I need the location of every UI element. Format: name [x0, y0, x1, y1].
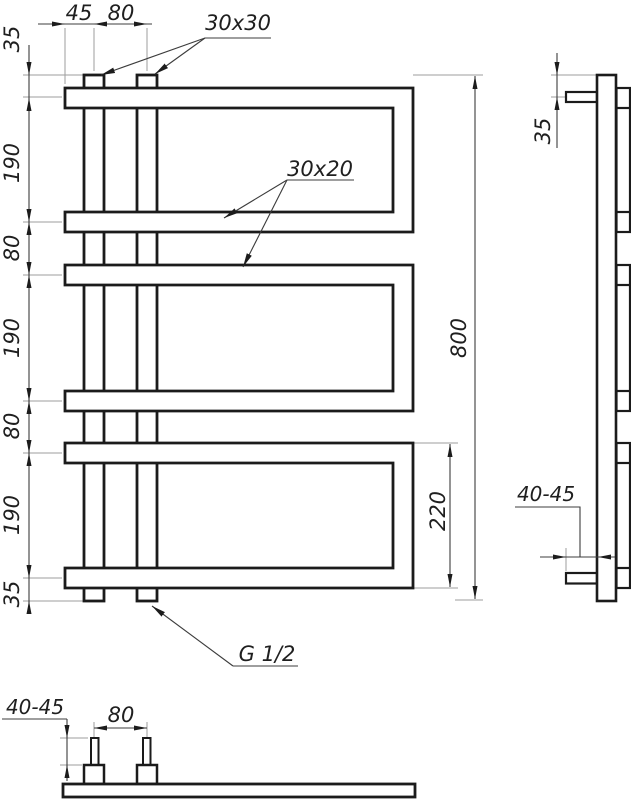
side-tube-division-lines: [616, 106, 630, 570]
dimension-labels: 45 80 35 190 80 190 80 190 35 800 220 30…: [0, 1, 575, 727]
dim-label-220: 220: [426, 491, 450, 531]
side-loop-edge-top: [615, 86, 631, 234]
leader-side-40-45: [515, 506, 581, 557]
leader-30x30-left: [100, 37, 206, 76]
leader-lines: [100, 37, 354, 667]
vertical-pipe-left: [82, 73, 106, 603]
side-pipe-plate: [595, 73, 618, 603]
dim-label-side-35: 35: [531, 118, 555, 145]
dim-label-left-35-bottom: 35: [0, 581, 24, 608]
rail-loop-middle: [63, 263, 415, 413]
side-loop-edge-bottom: [615, 441, 631, 590]
leader-30x20-upper: [223, 179, 288, 219]
bottom-rail-bar: [61, 782, 417, 799]
dim-label-left-190-3: 190: [0, 495, 24, 535]
dimension-arrows: [26, 21, 611, 778]
leader-30x30-right: [154, 37, 206, 75]
dim-label-bottom-80: 80: [108, 703, 135, 727]
dim-label-45: 45: [66, 1, 93, 25]
label-profile-30x20: 30x20: [287, 157, 353, 181]
dim-label-left-80-2: 80: [0, 413, 24, 440]
dim-label-left-35-top: 35: [0, 26, 24, 53]
dim-label-top-80: 80: [108, 1, 135, 25]
bottom-pipe-stub-left: [90, 737, 100, 766]
bottom-pipe-block-left: [82, 763, 106, 786]
bottom-pipe-stub-right: [142, 737, 152, 766]
wall-stub-bottom: [564, 571, 599, 585]
dim-label-left-190-1: 190: [0, 143, 24, 183]
bottom-view: [61, 737, 417, 799]
rail-loop-bottom: [63, 441, 415, 590]
side-loop-edge-middle: [615, 263, 631, 413]
label-thread-g12: G 1/2: [239, 642, 296, 666]
dim-label-left-190-2: 190: [0, 318, 24, 358]
dim-label-bottom-40-45: 40-45: [6, 695, 64, 719]
leader-g12: [151, 605, 234, 667]
front-view: [63, 73, 415, 603]
vertical-pipe-right: [135, 73, 159, 603]
wall-stub-top: [564, 90, 599, 104]
leader-30x20-lower: [242, 179, 288, 268]
label-profile-30x30: 30x30: [205, 11, 271, 35]
dim-label-left-80-1: 80: [0, 235, 24, 262]
side-view: [564, 73, 631, 603]
rail-loop-top: [63, 86, 415, 234]
dim-label-side-40-45: 40-45: [517, 482, 575, 506]
bottom-pipe-block-right: [135, 763, 159, 786]
dim-label-800: 800: [447, 318, 471, 358]
